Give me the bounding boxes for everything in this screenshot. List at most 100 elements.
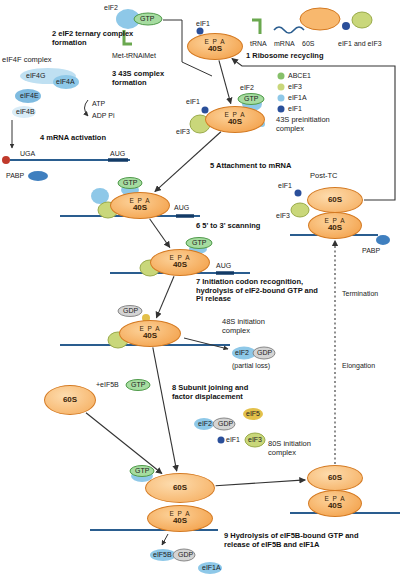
step-label: 7 Initiation codon recognition, hydrolys… xyxy=(196,278,322,304)
large-subunit-shape xyxy=(300,8,340,30)
trna-shape xyxy=(252,20,260,34)
site-letters: E P A xyxy=(169,510,190,517)
factor-label: PABP xyxy=(362,247,380,255)
small-subunit: E P A40S xyxy=(110,192,170,219)
complex-label: 80S initiation complex xyxy=(268,440,328,457)
pabp-blob xyxy=(376,235,390,245)
site-letters: E P A xyxy=(324,495,345,502)
factor-label: GDP xyxy=(257,349,272,357)
gtp-oval xyxy=(134,13,162,25)
eif4e-blob xyxy=(15,89,41,103)
gdp-oval xyxy=(118,306,142,317)
factor-label: eIF2 xyxy=(235,349,249,357)
gtp-oval xyxy=(186,238,212,249)
subunit-name: 60S xyxy=(173,484,187,493)
subunit-name: 60S xyxy=(63,396,77,405)
step-label: 5 Attachment to mRNA xyxy=(210,162,300,171)
factor-label: AUG xyxy=(110,150,125,158)
factor-label: Termination xyxy=(342,290,378,298)
factor-label: eIF4G xyxy=(26,72,45,80)
complex-label: 43S preinitiation complex xyxy=(276,116,338,133)
site-letters: E P A xyxy=(324,217,345,224)
step-arrow xyxy=(12,120,13,148)
subunit-name: 40S xyxy=(328,502,342,511)
subunit-name: 40S xyxy=(143,332,157,341)
factor-label: eIF1 xyxy=(288,105,302,113)
step-label: 3 43S complex formation xyxy=(112,70,178,87)
factor-label: GTP xyxy=(244,95,258,103)
factor-label: +eIF5B xyxy=(96,381,119,389)
factor-label: eIF3 xyxy=(288,83,302,91)
factor-label: eIF2 xyxy=(104,4,118,12)
small-subunit: E P A40S xyxy=(205,106,265,133)
step-label: 1 Ribosome recycling xyxy=(246,52,324,61)
small-subunit: E P A40S xyxy=(187,33,243,60)
step-label: 8 Subunit joining and factor displacemen… xyxy=(172,384,267,401)
eif3-blob xyxy=(245,433,265,447)
factor-label: eIF3 xyxy=(276,212,290,220)
small-subunit: E P A40S xyxy=(150,249,210,276)
factor-label: eIF4E xyxy=(20,92,39,100)
abce1-dot xyxy=(278,73,285,80)
eif1a-blob xyxy=(198,562,222,574)
eif1-dot xyxy=(218,437,225,444)
factor-label: eIF2 xyxy=(198,420,212,428)
eif1-dot xyxy=(278,106,285,113)
pabp-blob xyxy=(28,171,48,181)
release-arrow xyxy=(184,338,228,349)
factor-label: eIF5B xyxy=(153,551,172,559)
release-arrow xyxy=(162,534,168,545)
factor-label: eIF4A xyxy=(56,78,75,86)
factor-label: eIF1 xyxy=(278,182,292,190)
step-label: 4 mRNA activation xyxy=(40,134,106,143)
factor-label: eIF1 xyxy=(226,436,240,444)
eif3-blob xyxy=(352,12,372,28)
large-subunit: 60S xyxy=(145,473,215,503)
atp-arrow xyxy=(85,100,89,116)
subunit-name: 60S xyxy=(328,196,342,205)
site-letters: E P A xyxy=(129,197,150,204)
factor-label: mRNA xyxy=(274,40,295,48)
site-letters: E P A xyxy=(139,325,160,332)
gdp-oval xyxy=(173,549,195,561)
process-arrow xyxy=(334,241,335,465)
gtp-oval xyxy=(126,380,150,391)
start-codon xyxy=(108,158,128,162)
factor-label: eIF2 xyxy=(240,84,254,92)
factor-label: ADP Pi xyxy=(92,112,114,120)
gdp-oval xyxy=(213,418,235,430)
step-label: 9 Hydrolysis of eIF5B-bound GTP and rele… xyxy=(224,532,364,549)
mrna-strand xyxy=(274,27,304,33)
gdp-oval xyxy=(253,347,275,359)
gtp-oval xyxy=(130,466,154,477)
subunit-name: 40S xyxy=(208,45,222,54)
factor-label: AUG xyxy=(216,262,231,270)
gtp-oval xyxy=(238,94,264,105)
factor-label: eIF1 and eIF3 xyxy=(338,40,382,48)
eif5-blob xyxy=(243,408,263,420)
start-codon xyxy=(176,214,194,218)
complex-label: eIF4F complex xyxy=(2,56,52,65)
factor-label: 60S xyxy=(302,40,314,48)
factor-label: UGA xyxy=(20,150,35,158)
factor-label: Met-tRNAiMet xyxy=(112,52,156,60)
small-subunit: E P A40S xyxy=(308,490,362,517)
eif3-blob xyxy=(291,203,309,217)
factor-label: GTP xyxy=(135,467,149,475)
process-arrow xyxy=(156,276,174,318)
eif2-blob xyxy=(232,347,256,360)
start-codon xyxy=(216,271,234,275)
eif5b-blob xyxy=(150,549,176,561)
subunit-name: 40S xyxy=(328,224,342,233)
process-arrow xyxy=(150,219,170,248)
subunit-name: 40S xyxy=(133,204,147,213)
gtp-oval xyxy=(118,178,142,189)
factor-label: PABP xyxy=(6,172,24,180)
factor-label: AUG xyxy=(174,204,189,212)
factor-label: tRNA xyxy=(250,40,267,48)
step-label: 6 5' to 3' scanning xyxy=(196,222,260,231)
step-label: 2 eIF2 ternary complex formation xyxy=(52,30,140,47)
eif1a-dot xyxy=(278,95,285,102)
eif4a-blob xyxy=(53,75,79,89)
eif2-blob xyxy=(194,418,214,430)
